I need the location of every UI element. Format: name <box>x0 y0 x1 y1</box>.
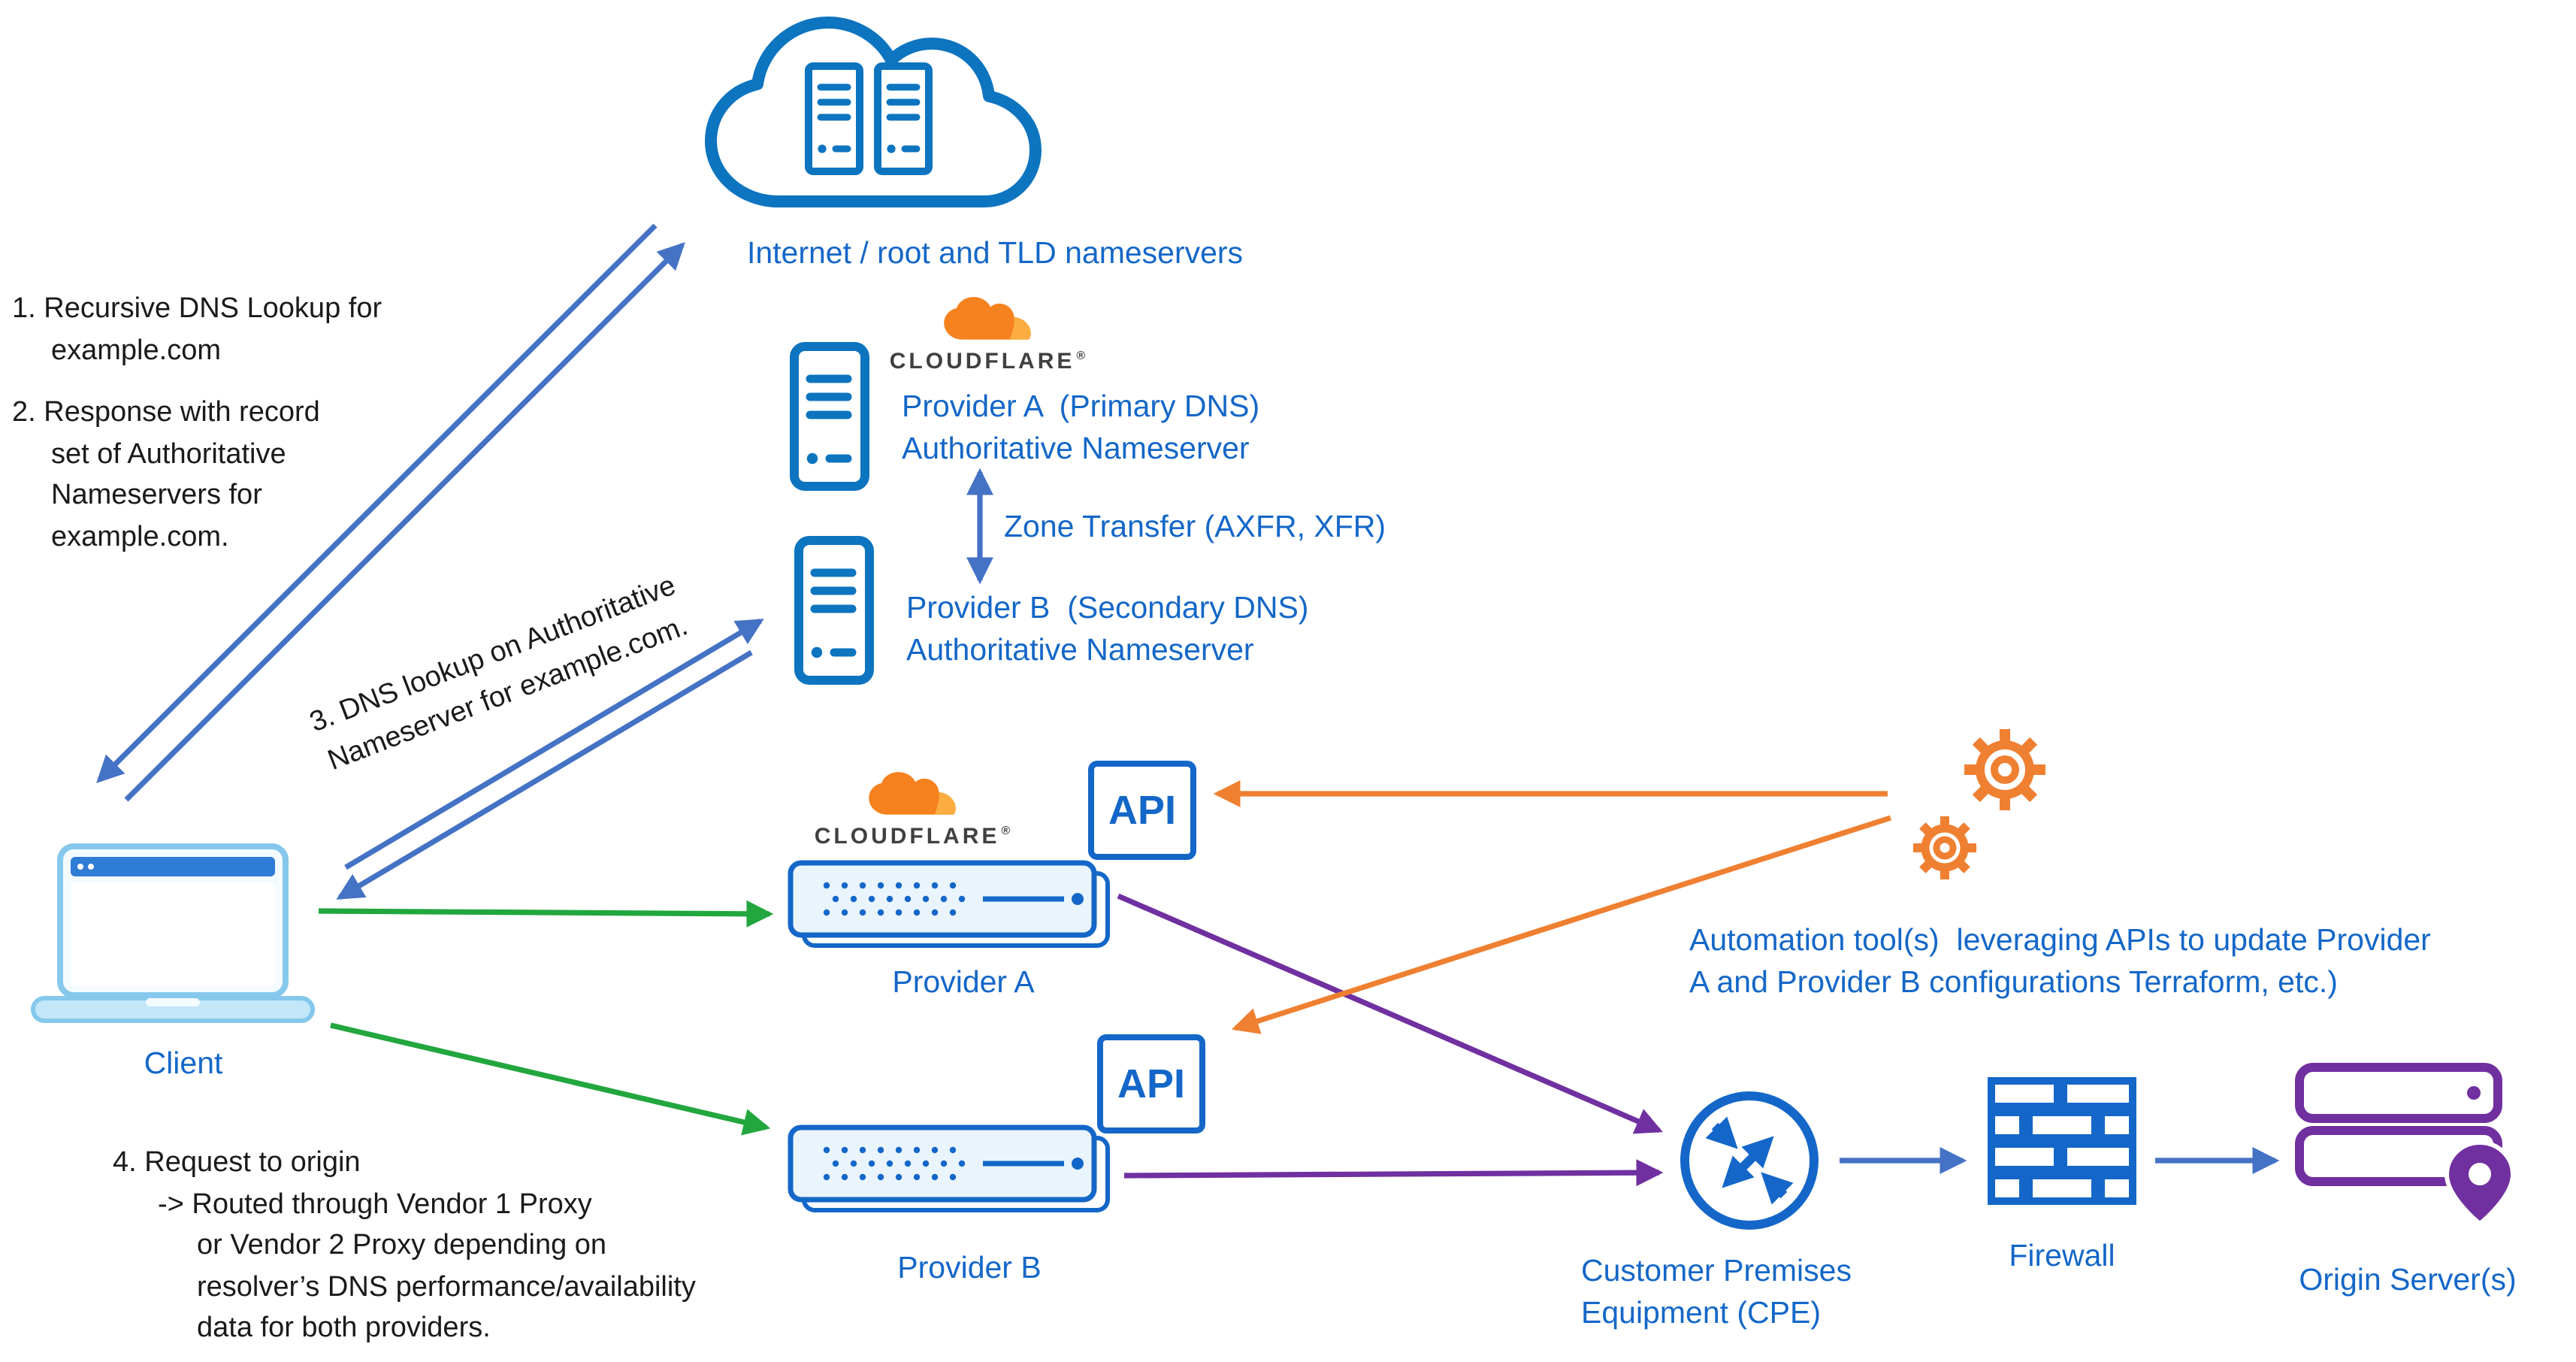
note-line: 1. Recursive DNS Lookup for <box>12 293 382 325</box>
proxy-b-appliance-icon <box>788 1124 1121 1228</box>
arrow-provider-a-to-cpe <box>1117 893 1663 1134</box>
note-line: Nameservers for <box>51 480 262 511</box>
automation-label: Automation tool(s) leveraging APIs to up… <box>1689 923 2431 1000</box>
firewall-label: Firewall <box>2009 1239 2115 1273</box>
note-step2: 2. Response with record set of Authorita… <box>12 392 320 558</box>
cloudflare-cloud-icon <box>869 772 956 815</box>
internet-cloud-icon <box>679 3 1058 236</box>
zone-transfer-label: Zone Transfer (AXFR, XFR) <box>1004 510 1386 544</box>
note-step1: 1. Recursive DNS Lookup for example.com <box>12 289 382 371</box>
arrow-authoritative-response <box>336 649 753 900</box>
cloudflare-cloud-icon <box>944 297 1031 340</box>
nameserver-b-label: Provider B (Secondary DNS) Authoritative… <box>906 591 1309 667</box>
origin-servers-icon <box>2293 1058 2522 1240</box>
arrow-client-to-provider-b <box>330 1022 771 1136</box>
client-label: Client <box>144 1046 223 1081</box>
arrow-automation-to-api-b <box>1231 815 1892 1034</box>
automation-gears-icon <box>1897 719 2065 910</box>
api-box-provider-b: API <box>1097 1034 1205 1133</box>
origin-label: Origin Server(s) <box>2299 1263 2517 1297</box>
nameserver-a-icon <box>789 341 870 499</box>
nameserver-b-icon <box>794 535 875 693</box>
arrow-recursive-lookup <box>124 242 685 802</box>
note-line: set of Authoritative <box>51 438 286 470</box>
provider-b-label: Provider B <box>897 1251 1042 1285</box>
client-laptop-icon <box>30 842 316 1033</box>
cloudflare-logo: CLOUDFLARE® <box>875 296 1100 374</box>
provider-a-label: Provider A <box>892 965 1035 1000</box>
arrow-nameserver-response <box>96 223 658 783</box>
note-line: example.com. <box>51 521 229 552</box>
arrow-client-to-provider-a <box>318 900 774 928</box>
nameserver-a-label: Provider A (Primary DNS) Authoritative N… <box>902 389 1260 466</box>
note-line: example.com <box>51 334 221 366</box>
note-step4: 4. Request to origin -> Routed through V… <box>113 1147 696 1344</box>
cpe-router-icon <box>1674 1085 1825 1243</box>
proxy-a-appliance-icon <box>788 860 1121 964</box>
arrow-provider-b-to-cpe <box>1123 1159 1664 1187</box>
note-line: 2. Response with record <box>12 397 320 428</box>
arrow-authoritative-lookup <box>344 618 764 870</box>
cloudflare-wordmark: CLOUDFLARE® <box>889 349 1086 374</box>
api-box-provider-a: API <box>1088 761 1196 860</box>
cloudflare-wordmark: CLOUDFLARE® <box>814 824 1011 849</box>
internet-label: Internet / root and TLD nameservers <box>746 236 1244 271</box>
firewall-icon <box>1987 1076 2137 1225</box>
cpe-label: Customer Premises Equipment (CPE) <box>1581 1254 1852 1330</box>
cloudflare-logo: CLOUDFLARE® <box>800 771 1025 849</box>
